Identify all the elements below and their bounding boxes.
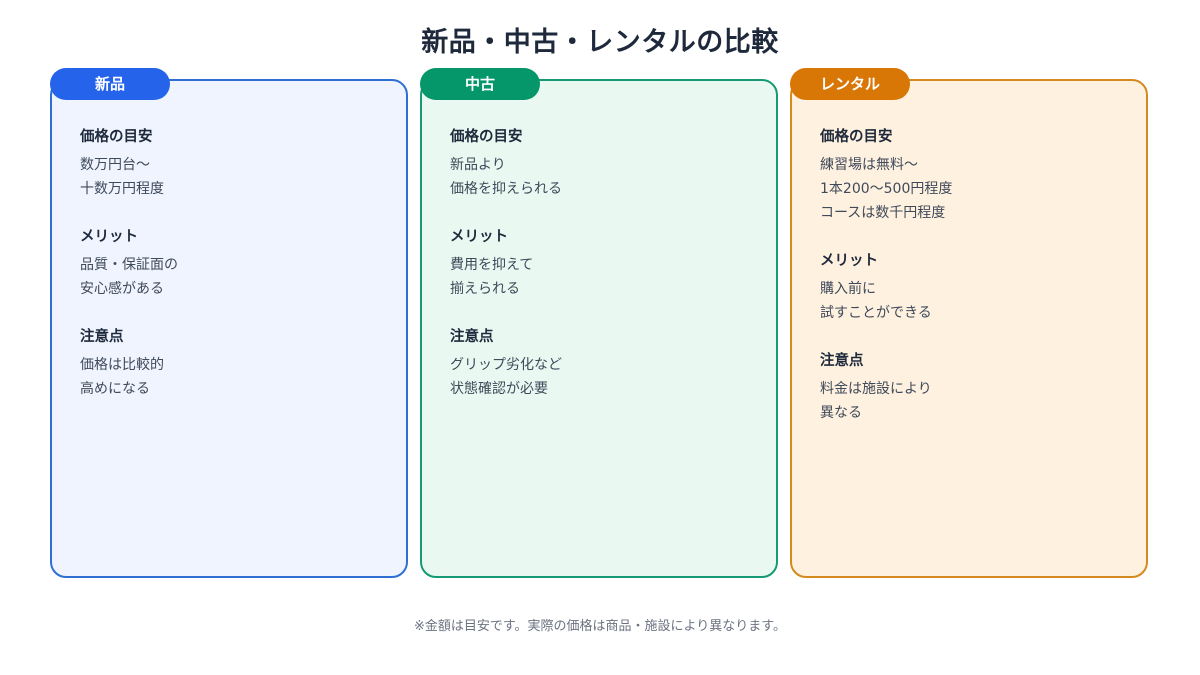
section-line: 状態確認が必要: [450, 381, 548, 397]
card-new-body: 価格の目安 数万円台〜 十数万円程度 メリット 品質・保証面の 安心感がある 注…: [80, 125, 380, 425]
section-heading: 価格の目安: [450, 129, 523, 145]
section-heading: メリット: [450, 229, 508, 245]
section-heading: 価格の目安: [820, 129, 893, 145]
section-line: 品質・保証面の: [80, 257, 178, 273]
section-line: 高めになる: [80, 381, 150, 397]
section-line: 費用を抑えて: [450, 257, 534, 273]
card-rental: 価格の目安 練習場は無料〜 1本200〜500円程度 コースは数千円程度 メリッ…: [790, 79, 1148, 578]
page-title: 新品・中古・レンタルの比較: [421, 27, 779, 58]
section-line: 料金は施設により: [820, 381, 932, 397]
section-line: 新品より: [450, 157, 506, 173]
section-heading: 注意点: [450, 329, 494, 345]
section-line: 1本200〜500円程度: [820, 181, 953, 197]
section-line: 価格を抑えられる: [450, 181, 562, 197]
section-price: 価格の目安 練習場は無料〜 1本200〜500円程度 コースは数千円程度: [820, 125, 1120, 225]
section-merit: メリット 費用を抑えて 揃えられる: [450, 225, 750, 301]
card-used: 価格の目安 新品より 価格を抑えられる メリット 費用を抑えて 揃えられる 注意…: [420, 79, 778, 578]
section-caution: 注意点 価格は比較的 高めになる: [80, 325, 380, 401]
section-line: 価格は比較的: [80, 357, 164, 373]
card-used-body: 価格の目安 新品より 価格を抑えられる メリット 費用を抑えて 揃えられる 注意…: [450, 125, 750, 425]
section-line: 試すことができる: [820, 305, 932, 321]
section-line: 十数万円程度: [80, 181, 164, 197]
footnote: ※金額は目安です。実際の価格は商品・施設により異なります。: [413, 619, 787, 634]
tab-used: 中古: [420, 68, 540, 100]
section-line: 揃えられる: [450, 281, 520, 297]
tab-new: 新品: [50, 68, 170, 100]
section-line: 異なる: [820, 405, 862, 421]
section-line: グリップ劣化など: [450, 357, 562, 373]
section-line: 購入前に: [820, 281, 876, 297]
card-rental-body: 価格の目安 練習場は無料〜 1本200〜500円程度 コースは数千円程度 メリッ…: [820, 125, 1120, 449]
section-line: 安心感がある: [80, 281, 164, 297]
section-price: 価格の目安 数万円台〜 十数万円程度: [80, 125, 380, 201]
section-caution: 注意点 グリップ劣化など 状態確認が必要: [450, 325, 750, 401]
section-caution: 注意点 料金は施設により 異なる: [820, 349, 1120, 425]
section-merit: メリット 品質・保証面の 安心感がある: [80, 225, 380, 301]
section-line: 数万円台〜: [80, 157, 150, 173]
section-heading: 注意点: [80, 329, 124, 345]
section-heading: 価格の目安: [80, 129, 153, 145]
section-heading: メリット: [820, 253, 878, 269]
section-price: 価格の目安 新品より 価格を抑えられる: [450, 125, 750, 201]
tab-rental: レンタル: [790, 68, 910, 100]
section-merit: メリット 購入前に 試すことができる: [820, 249, 1120, 325]
card-new: 価格の目安 数万円台〜 十数万円程度 メリット 品質・保証面の 安心感がある 注…: [50, 79, 408, 578]
section-line: コースは数千円程度: [820, 205, 946, 221]
section-line: 練習場は無料〜: [820, 157, 918, 173]
section-heading: 注意点: [820, 353, 864, 369]
section-heading: メリット: [80, 229, 138, 245]
